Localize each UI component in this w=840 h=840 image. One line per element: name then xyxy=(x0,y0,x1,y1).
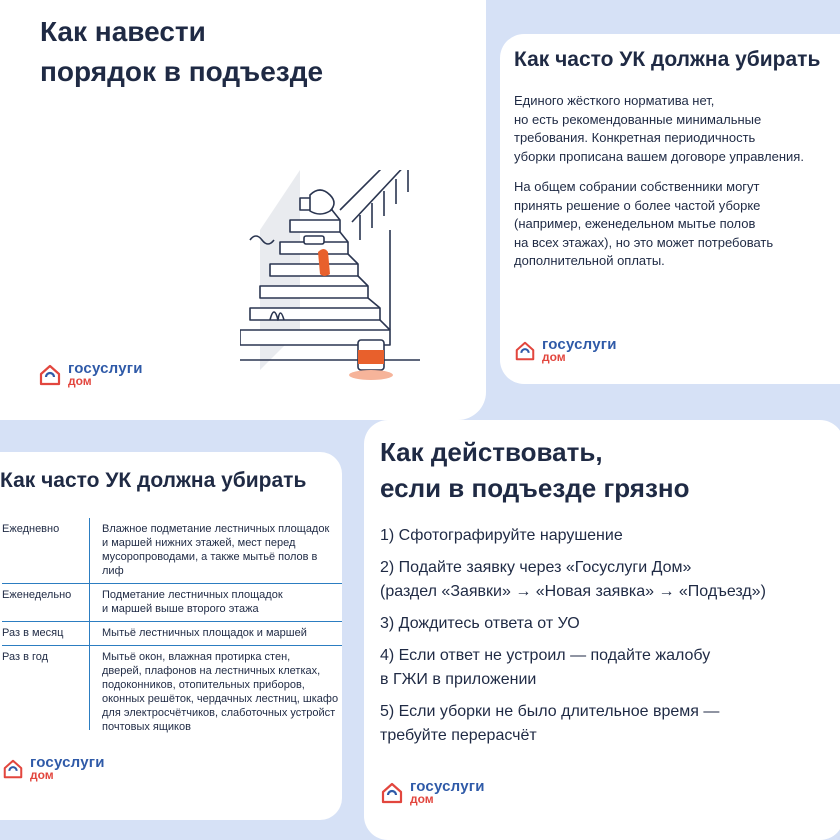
card1-title-line2: порядок в подъезде xyxy=(40,56,324,87)
card-how-to-tidy: Как навести порядок в подъезде xyxy=(0,0,486,420)
list-item: 5) Если уборки не было длительное время … xyxy=(380,703,720,744)
task-cell: Влажное подметание лестничных площадок и… xyxy=(102,523,330,577)
table-row: Еженедельно Подметание лестничных площад… xyxy=(2,584,342,622)
card2-paragraph-1: Единого жёсткого норматива нет, но есть … xyxy=(514,93,804,164)
card-how-often-table: Как часто УК должна убирать Ежедневно Вл… xyxy=(0,452,342,820)
staircase-cleaning-illustration xyxy=(240,170,420,380)
card1-title-line1: Как навести xyxy=(40,16,206,47)
period-cell: Раз в месяц xyxy=(2,627,64,639)
card-what-to-do: Как действовать, если в подъезде грязно … xyxy=(364,420,840,840)
table-row: Ежедневно Влажное подметание лестничных … xyxy=(2,518,342,584)
card4-title: Как действовать, если в подъезде грязно xyxy=(380,434,820,506)
logo-text-gosuslugi: госуслуги xyxy=(68,360,143,377)
card4-title-line2: если в подъезде грязно xyxy=(380,473,690,503)
list-item: 2) Подайте заявку через «Госуслуги Дом» … xyxy=(380,559,766,600)
house-icon xyxy=(39,364,61,386)
table-row: Раз в месяц Мытьё лестничных площадок и … xyxy=(2,622,342,646)
period-cell: Раз в год xyxy=(2,651,49,663)
gosuslugi-dom-logo: госуслуги дом xyxy=(38,360,143,388)
card4-title-line1: Как действовать, xyxy=(380,437,603,467)
logo-text-dom: дом xyxy=(30,768,54,782)
house-icon xyxy=(381,782,403,804)
card2-title: Как часто УК должна убирать xyxy=(514,48,821,71)
period-cell: Ежедневно xyxy=(2,523,60,535)
list-item: 3) Дождитесь ответа от УО xyxy=(380,615,580,632)
cleaning-schedule-table: Ежедневно Влажное подметание лестничных … xyxy=(2,518,342,739)
table-row: Раз в год Мытьё окон, влажная протирка с… xyxy=(2,646,342,739)
gosuslugi-dom-logo: госуслуги дом xyxy=(2,754,105,782)
card-how-often-text: Как часто УК должна убирать Единого жёст… xyxy=(500,34,840,384)
card3-title: Как часто УК должна убирать xyxy=(0,469,307,492)
list-item: 1) Сфотографируйте нарушение xyxy=(380,527,623,544)
logo-text-dom: дом xyxy=(68,374,92,388)
logo-text-gosuslugi: госуслуги xyxy=(542,336,617,353)
task-cell: Подметание лестничных площадок и маршей … xyxy=(102,589,283,615)
logo-text-gosuslugi: госуслуги xyxy=(410,778,485,795)
gosuslugi-dom-logo: госуслуги дом xyxy=(380,778,485,806)
table-divider xyxy=(89,518,90,730)
action-steps-list: 1) Сфотографируйте нарушение 2) Подайте … xyxy=(380,524,840,756)
task-cell: Мытьё окон, влажная протирка стен, двере… xyxy=(102,651,339,733)
logo-text-gosuslugi: госуслуги xyxy=(30,754,105,771)
card1-title: Как навести порядок в подъезде xyxy=(40,12,440,92)
list-item: 4) Если ответ не устроил — подайте жалоб… xyxy=(380,647,711,688)
card2-paragraph-2: На общем собрании собственники могут при… xyxy=(514,179,774,268)
gosuslugi-dom-logo: госуслуги дом xyxy=(514,336,617,364)
logo-text-dom: дом xyxy=(410,792,434,806)
logo-text-dom: дом xyxy=(542,350,566,364)
house-icon xyxy=(515,341,535,361)
task-cell: Мытьё лестничных площадок и маршей xyxy=(102,627,307,639)
house-icon xyxy=(3,759,23,779)
period-cell: Еженедельно xyxy=(2,589,72,601)
